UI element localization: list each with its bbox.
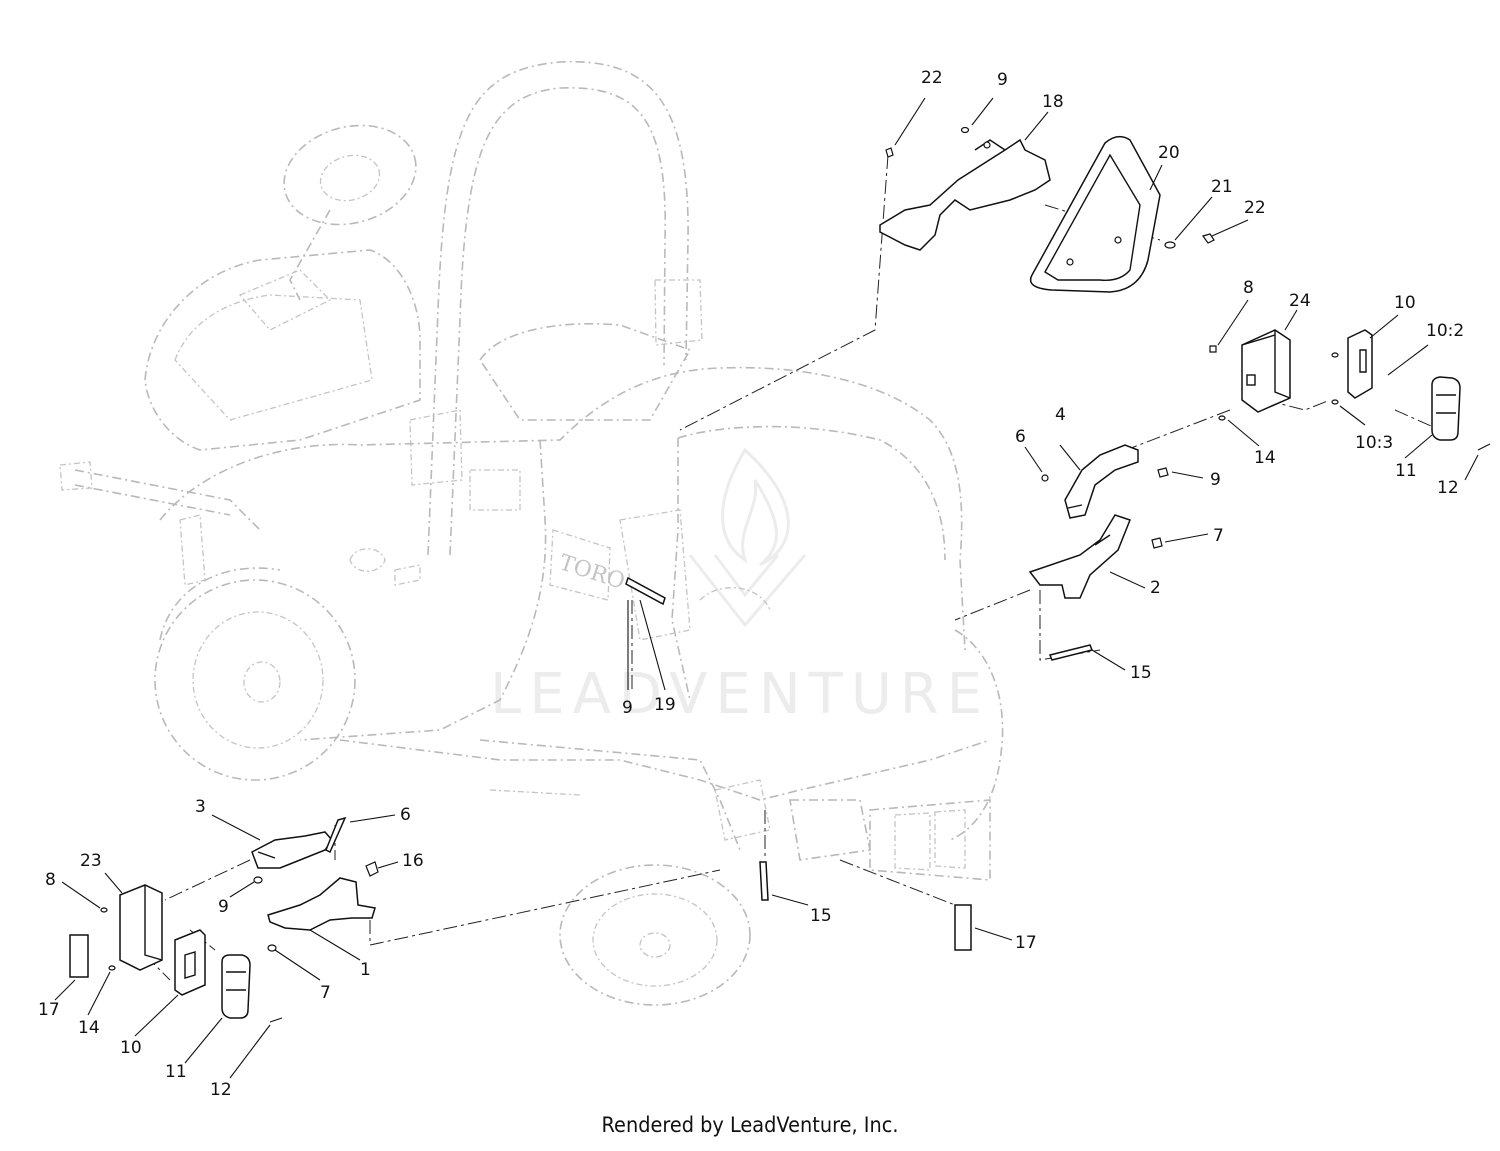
callout-24: 24 <box>1289 291 1311 311</box>
callout-10-2: 10:2 <box>1426 321 1464 341</box>
callout-15-b: 15 <box>810 906 832 926</box>
callout-22: 22 <box>921 68 943 88</box>
callout-18: 18 <box>1042 92 1064 112</box>
part-6-bolt-left <box>325 816 347 854</box>
callout-2: 2 <box>1150 578 1161 598</box>
watermark-text: LEADVENTURE <box>490 662 991 727</box>
callout-6-b: 6 <box>400 805 411 825</box>
part-11-lens <box>1431 376 1461 441</box>
part-10-3-screw <box>1331 399 1339 405</box>
callout-11-b: 11 <box>165 1062 187 1082</box>
part-7-nut-right <box>1151 537 1163 549</box>
part-8-screw <box>1209 345 1217 353</box>
callout-16: 16 <box>402 851 424 871</box>
callout-22-b: 22 <box>1244 198 1266 218</box>
part-9-nut-right <box>1157 467 1169 478</box>
part-15-bolt-right <box>1048 644 1094 661</box>
callout-7: 7 <box>1213 526 1224 546</box>
callout-15: 15 <box>1130 663 1152 683</box>
callout-9: 9 <box>997 70 1008 90</box>
callout-10-b: 10 <box>120 1038 142 1058</box>
part-15-bolt-center <box>759 861 769 901</box>
callout-19: 19 <box>654 695 676 715</box>
part-17-decal-left <box>69 934 89 978</box>
leader-lines <box>54 97 1479 1079</box>
part-6-bolt-right <box>1041 474 1049 482</box>
part-18-smv-bracket <box>879 138 1051 251</box>
callout-21: 21 <box>1211 177 1233 197</box>
part-14-screw <box>1218 415 1226 421</box>
part-10-light-bracket <box>1347 329 1373 399</box>
callout-17-b: 17 <box>1015 933 1037 953</box>
part-20-smv-sign <box>1029 135 1161 293</box>
part-7-nut-left <box>267 944 277 952</box>
part-11-lens-left <box>221 954 251 1019</box>
callouts: 22 9 18 20 21 22 8 24 10 10:2 6 4 14 10:… <box>38 68 1464 1100</box>
part-8-screw-left <box>100 907 108 913</box>
part-22-nut <box>1202 233 1215 244</box>
part-4-arm <box>1064 444 1139 519</box>
part-9-nut-top <box>960 126 970 134</box>
part-10-screw-top <box>1331 352 1339 358</box>
part-2-mount-bracket <box>1028 514 1131 599</box>
callout-23: 23 <box>80 851 102 871</box>
callout-10-3: 10:3 <box>1355 433 1393 453</box>
watermark-logo-icon <box>688 447 807 628</box>
footer-credit: Rendered by LeadVenture, Inc. <box>601 1113 899 1137</box>
part-17-decal-right <box>954 904 972 951</box>
callout-9-c: 9 <box>622 698 633 718</box>
callout-7-b: 7 <box>320 983 331 1003</box>
part-12-screw <box>1477 443 1491 451</box>
part-23-light-housing <box>119 884 163 971</box>
part-10-light-bracket-left <box>174 929 206 996</box>
callout-12: 12 <box>1437 478 1459 498</box>
part-24-light-housing <box>1241 329 1291 413</box>
part-21-washer <box>1164 241 1176 249</box>
callout-9-d: 9 <box>218 897 229 917</box>
callout-12-b: 12 <box>210 1080 232 1100</box>
callout-8: 8 <box>1243 278 1254 298</box>
part-14-screw-left <box>108 965 116 971</box>
machine-logo-text: TORO <box>556 550 628 595</box>
callout-8-b: 8 <box>45 870 56 890</box>
callout-9-b: 9 <box>1210 470 1221 490</box>
part-16-nut <box>365 861 379 877</box>
callout-11: 11 <box>1395 461 1417 481</box>
callout-14-b: 14 <box>78 1018 100 1038</box>
part-12-screw-left <box>269 1017 283 1023</box>
callout-20: 20 <box>1158 143 1180 163</box>
callout-17: 17 <box>38 1000 60 1020</box>
part-3-arm <box>251 831 333 869</box>
callout-1: 1 <box>360 960 371 980</box>
part-19-pin <box>625 576 666 606</box>
callout-14: 14 <box>1254 448 1276 468</box>
part-9-nut-left <box>253 876 263 884</box>
machine-outline: TORO <box>59 60 1004 1006</box>
callout-3: 3 <box>195 797 206 817</box>
callout-10: 10 <box>1394 293 1416 313</box>
part-22-nut-top <box>885 147 894 158</box>
part-1-mount-bracket <box>267 877 376 931</box>
callout-6: 6 <box>1015 427 1026 447</box>
callout-4: 4 <box>1055 405 1066 425</box>
